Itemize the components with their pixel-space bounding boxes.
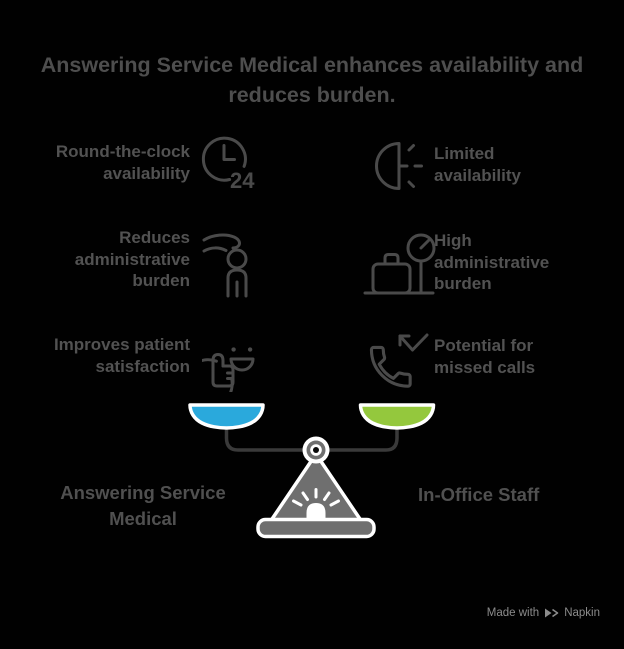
half-clock-icon xyxy=(366,137,426,195)
helping-hand-person-icon xyxy=(201,226,265,302)
scale-pan-left xyxy=(188,403,265,430)
napkin-logo-icon xyxy=(545,608,559,618)
balance-scale-graphic xyxy=(168,392,468,562)
clock-24-badge: 24 xyxy=(230,168,255,193)
clock-24-icon: 24 xyxy=(197,134,263,194)
scale-bell-rays xyxy=(292,488,340,507)
drawback-high-burden-label: High administrative burden xyxy=(434,231,550,293)
napkin-brand-text: Napkin xyxy=(564,607,600,619)
smiley-thumbs-up-icon xyxy=(202,328,266,392)
scale-label-answering-service: Answering Service Medical xyxy=(60,482,226,529)
scale-base xyxy=(256,517,376,539)
page-title: Answering Service Medical enhances avail… xyxy=(40,53,584,107)
made-with-text: Made with xyxy=(486,607,540,619)
benefit-reduces-burden-label: Reduces administrative burden xyxy=(74,228,190,290)
scale-bell xyxy=(306,503,326,519)
benefit-round-the-clock-label: Round-the-clock availability xyxy=(55,142,190,183)
made-with-napkin-credit: Made with Napkin xyxy=(487,607,600,619)
missed-call-phone-icon xyxy=(363,328,431,392)
scale-label-in-office-staff: In-Office Staff xyxy=(418,484,540,505)
benefit-patient-satisfaction-label: Improves patient satisfaction xyxy=(53,335,190,376)
drawback-missed-calls-label: Potential for missed calls xyxy=(434,336,536,377)
scale-pan-right xyxy=(358,403,436,430)
luggage-scale-icon xyxy=(360,230,446,304)
drawback-limited-availability-label: Limited availability xyxy=(434,144,521,185)
